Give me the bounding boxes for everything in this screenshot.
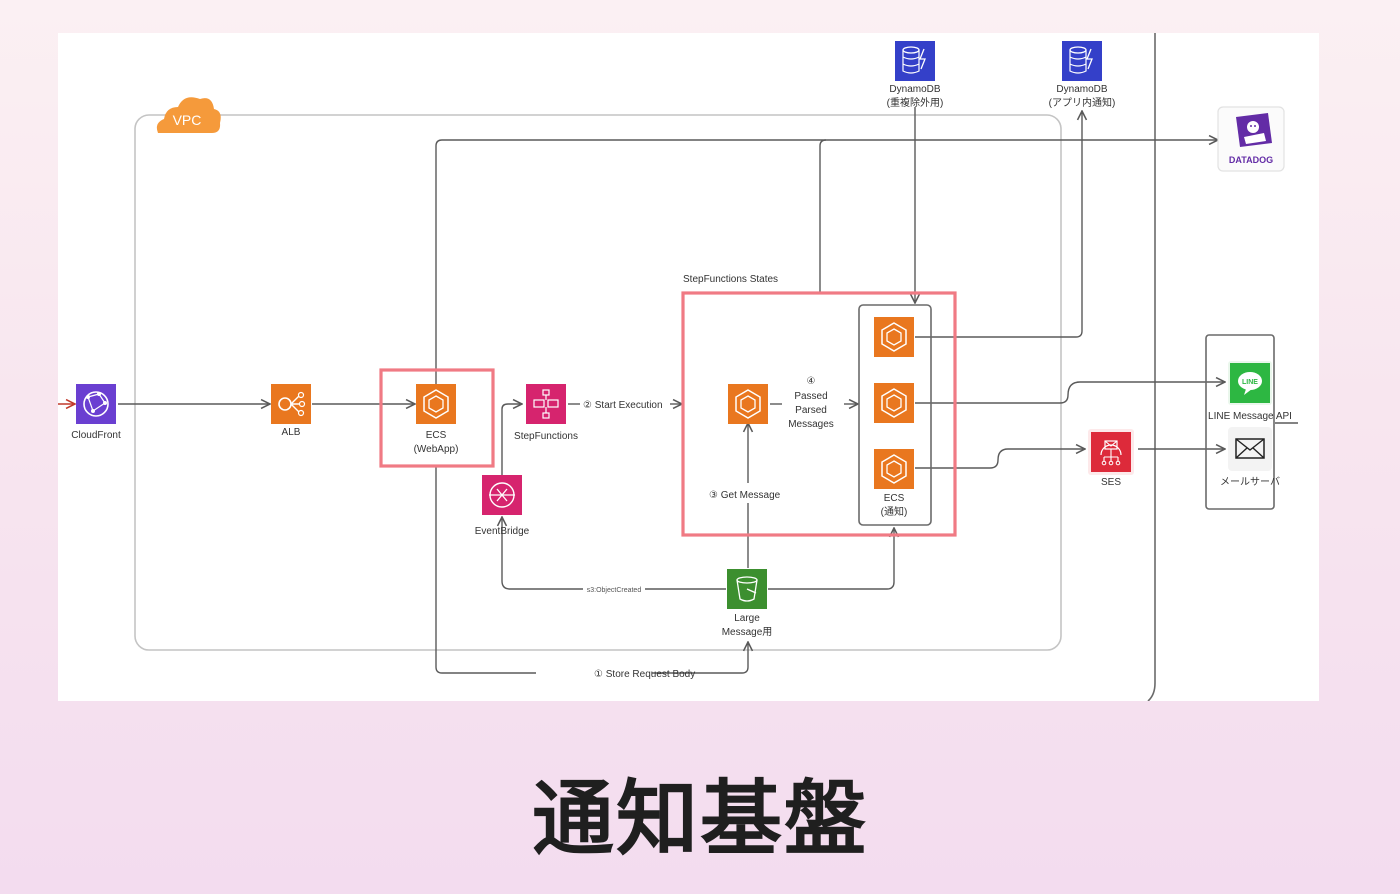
edge-label-step4-number: ④: [807, 376, 816, 387]
node-ecs-notify-2[interactable]: [874, 383, 914, 423]
node-dynamodb-dedup[interactable]: DynamoDB (重複除外用): [887, 41, 944, 109]
line-label: LINE Message API: [1208, 411, 1292, 422]
edge-ecs-dynamodb-inapp: [915, 111, 1082, 338]
ecs-notify-group: [858, 304, 932, 526]
edge-ecs-s3-a: [435, 466, 536, 674]
ecs-webapp-label: ECS: [426, 430, 447, 441]
node-dynamodb-inapp[interactable]: DynamoDB (アプリ内通知): [1049, 41, 1116, 109]
mail-envelope-icon: [1235, 438, 1265, 459]
page-title: 通知基盤: [531, 772, 868, 867]
node-alb[interactable]: ALB: [271, 384, 311, 438]
line-badge-text: LINE: [1242, 379, 1258, 386]
stepfunctions-label: StepFunctions: [514, 431, 578, 442]
external-services-group: [1205, 334, 1275, 510]
edge-label-store-request-body: ① Store Request Body: [594, 669, 695, 680]
vpc-group: [134, 114, 1062, 651]
datadog-icon: [1236, 113, 1272, 147]
ecs-webapp-sublabel: (WebApp): [414, 444, 459, 455]
edge-states-datadog: [819, 139, 827, 293]
vpc-cloud-badge: VPC: [156, 97, 221, 133]
edge-label-start-execution: ② Start Execution: [583, 400, 663, 411]
edge-ecs-line: [915, 382, 1225, 404]
node-s3-large-message[interactable]: Large Message用: [722, 569, 773, 638]
edge-s3-ecs-notify: [768, 528, 894, 590]
node-cloudfront[interactable]: CloudFront: [71, 384, 121, 441]
dynamodb-dedup-label: DynamoDB: [889, 84, 940, 95]
node-ecs-webapp[interactable]: ECS (WebApp): [414, 384, 459, 455]
stepfunctions-icon: [526, 384, 566, 424]
stepfunctions-states-group: [681, 291, 957, 537]
diagram-canvas: VPC ① Store Request Body ② Start Executi…: [58, 33, 1319, 701]
edge-label-parsed: Parsed: [795, 405, 827, 416]
node-line-message-api[interactable]: LINE LINE Message API: [1208, 361, 1292, 422]
edge-label-passed: Passed: [794, 391, 827, 402]
cloudfront-label: CloudFront: [71, 430, 121, 441]
node-ecs-notify-3[interactable]: ECS (通知): [874, 449, 914, 518]
node-eventbridge[interactable]: EventBridge: [475, 475, 530, 537]
edge-ecs-datadog: [435, 140, 1218, 384]
node-datadog[interactable]: DATADOG: [1217, 106, 1285, 172]
s3-sublabel: Message用: [722, 627, 773, 638]
stepfunctions-states-title: StepFunctions States: [683, 274, 778, 285]
ecs-notify-label: ECS: [884, 493, 905, 504]
mail-server-label: メールサーバ: [1220, 476, 1280, 488]
ecs-webapp-highlight: [379, 368, 495, 468]
node-stepfunctions[interactable]: StepFunctions: [514, 384, 578, 442]
s3-label: Large: [734, 613, 760, 624]
dynamodb-inapp-sublabel: (アプリ内通知): [1049, 96, 1116, 109]
external-boundary-line: [1147, 33, 1156, 701]
datadog-label: DATADOG: [1229, 155, 1273, 165]
dynamodb-inapp-label: DynamoDB: [1056, 84, 1107, 95]
node-ecs-notify-1[interactable]: [874, 317, 914, 357]
cloudfront-icon: [76, 384, 116, 424]
node-mail-server[interactable]: メールサーバ: [1220, 427, 1280, 488]
node-ecs-parser[interactable]: [728, 384, 768, 424]
edge-label-s3-object-created: s3:ObjectCreated: [587, 587, 642, 594]
architecture-diagram: VPC ① Store Request Body ② Start Executi…: [58, 33, 1298, 701]
edge-eventbridge-stepfunctions: [501, 404, 522, 475]
ecs-notify-sublabel: (通知): [881, 505, 908, 518]
edge-ecs-ses: [915, 449, 1085, 469]
vpc-label: VPC: [173, 112, 202, 128]
edge-s3-event-b: [502, 517, 583, 590]
edge-label-messages: Messages: [788, 419, 834, 430]
node-ses[interactable]: SES: [1088, 429, 1134, 488]
edge-ecs-s3-b: [652, 642, 748, 674]
edge-label-get-message: ③ Get Message: [709, 490, 781, 501]
dynamodb-dedup-sublabel: (重複除外用): [887, 96, 944, 109]
eventbridge-label: EventBridge: [475, 526, 530, 537]
ses-label: SES: [1101, 477, 1121, 488]
alb-label: ALB: [282, 427, 301, 438]
